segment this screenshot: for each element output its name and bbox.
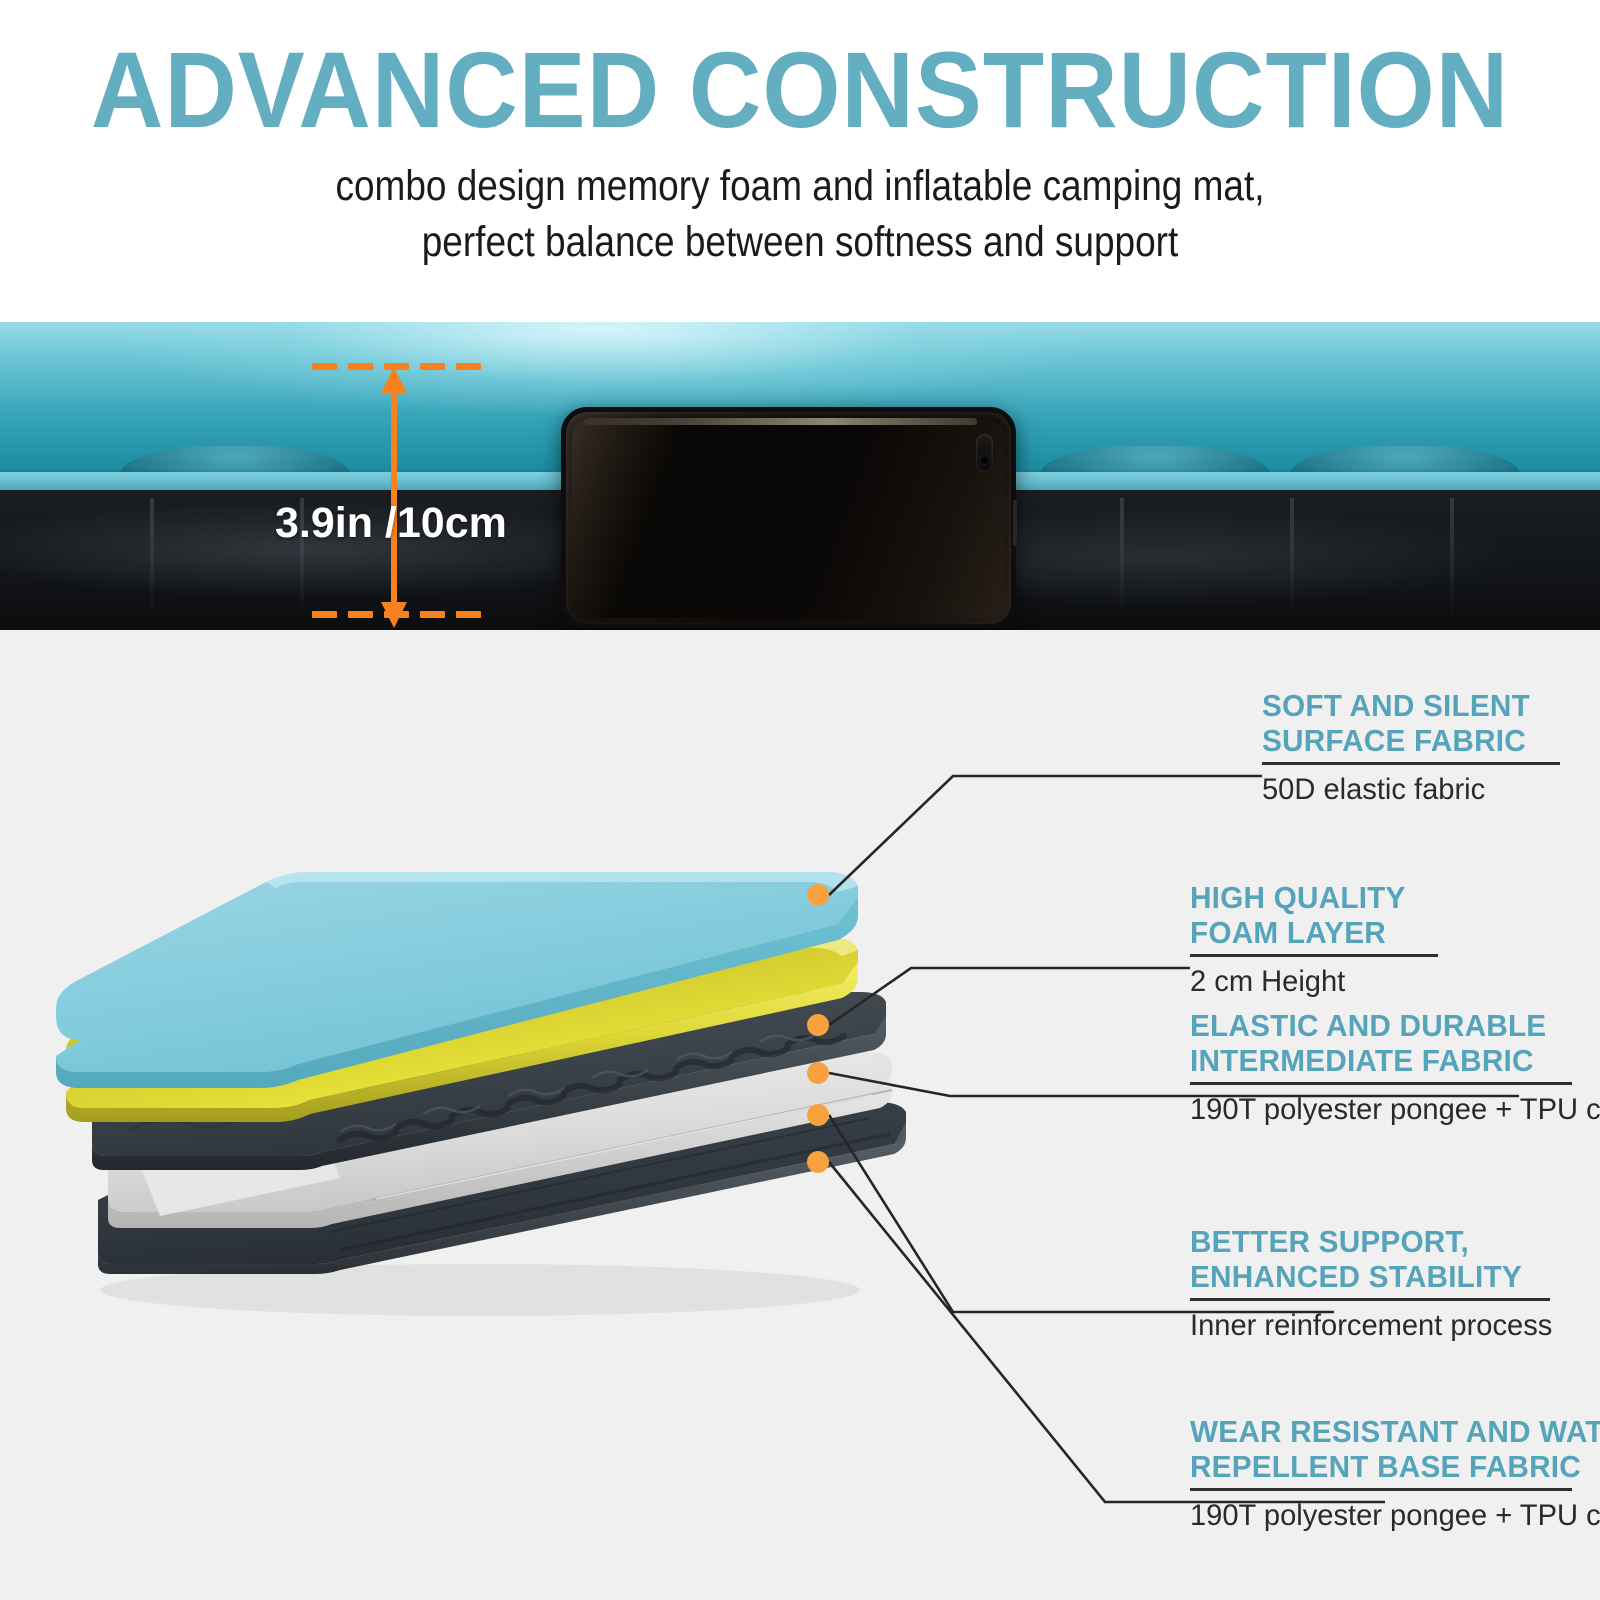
label-sub: 190T polyester pongee + TPU coating (1190, 1499, 1600, 1532)
dimension-arrow-icon (381, 367, 407, 628)
phone-side-button (1013, 500, 1017, 546)
mat-base-fold (1450, 498, 1454, 618)
label-heading-line-2: SURFACE FABRIC (1262, 723, 1526, 758)
label-rule (1190, 954, 1438, 957)
label-rule (1190, 1082, 1572, 1085)
arrow-shaft (391, 389, 397, 607)
label-heading-line-1: ELASTIC AND DURABLE (1190, 1008, 1547, 1043)
phone-screen (572, 418, 1005, 618)
surface-fabric-layer (56, 872, 858, 1088)
label-foam-layer: HIGH QUALITY FOAM LAYER 2 cm Height (1190, 880, 1438, 1000)
label-rule (1190, 1298, 1550, 1301)
arrow-head-up-icon (381, 367, 407, 393)
mat-base-fold (1290, 498, 1294, 618)
subtitle-line-2: perfect balance between softness and sup… (421, 218, 1179, 266)
label-heading-line-1: SOFT AND SILENT (1262, 688, 1530, 723)
leader-dot-foam (807, 1014, 829, 1036)
mat-base-fold (150, 498, 154, 618)
dimension-label: 3.9in /10cm (275, 499, 507, 547)
phone-glint (584, 418, 977, 425)
label-intermediate-fabric: ELASTIC AND DURABLE INTERMEDIATE FABRIC … (1190, 1008, 1600, 1128)
product-photo-section (0, 322, 1600, 630)
phone-camera-icon (976, 434, 993, 472)
dimension-dash-top (312, 363, 481, 370)
label-heading-line-2: ENHANCED STABILITY (1190, 1259, 1522, 1294)
arrow-head-down-icon (381, 602, 407, 628)
exploded-layers-diagram (40, 860, 960, 1380)
smartphone-icon (561, 407, 1017, 629)
label-better-support: BETTER SUPPORT, ENHANCED STABILITY Inner… (1190, 1224, 1553, 1344)
page-title: ADVANCED CONSTRUCTION (90, 29, 1510, 150)
leader-dot-surface (807, 884, 829, 906)
label-sub: 50D elastic fabric (1262, 773, 1486, 806)
label-sub: Inner reinforcement process (1190, 1309, 1553, 1342)
subtitle-line-1: combo design memory foam and inflatable … (335, 162, 1265, 210)
label-base-fabric: WEAR RESISTANT AND WATER REPELLENT BASE … (1190, 1414, 1600, 1534)
leader-dot-support (807, 1104, 829, 1126)
label-sub: 190T polyester pongee + TPU coating (1190, 1093, 1600, 1126)
label-heading-line-2: INTERMEDIATE FABRIC (1190, 1043, 1534, 1078)
mat-base-fold (1120, 498, 1124, 618)
label-heading-line-1: BETTER SUPPORT, (1190, 1224, 1470, 1259)
construction-detail-section: SOFT AND SILENT SURFACE FABRIC 50D elast… (0, 630, 1600, 1600)
mat-base-fold (300, 498, 304, 618)
label-rule (1190, 1488, 1572, 1491)
leader-dot-intermediate (807, 1062, 829, 1084)
label-heading-line-2: FOAM LAYER (1190, 915, 1386, 950)
page-subtitle: combo design memory foam and inflatable … (112, 158, 1488, 270)
label-heading-line-2: REPELLENT BASE FABRIC (1190, 1449, 1581, 1484)
label-heading-line-1: WEAR RESISTANT AND WATER (1190, 1414, 1600, 1449)
label-sub: 2 cm Height (1190, 965, 1346, 998)
header-section: ADVANCED CONSTRUCTION combo design memor… (0, 0, 1600, 322)
label-heading-line-1: HIGH QUALITY (1190, 880, 1406, 915)
label-rule (1262, 762, 1560, 765)
leader-dot-base (807, 1151, 829, 1173)
